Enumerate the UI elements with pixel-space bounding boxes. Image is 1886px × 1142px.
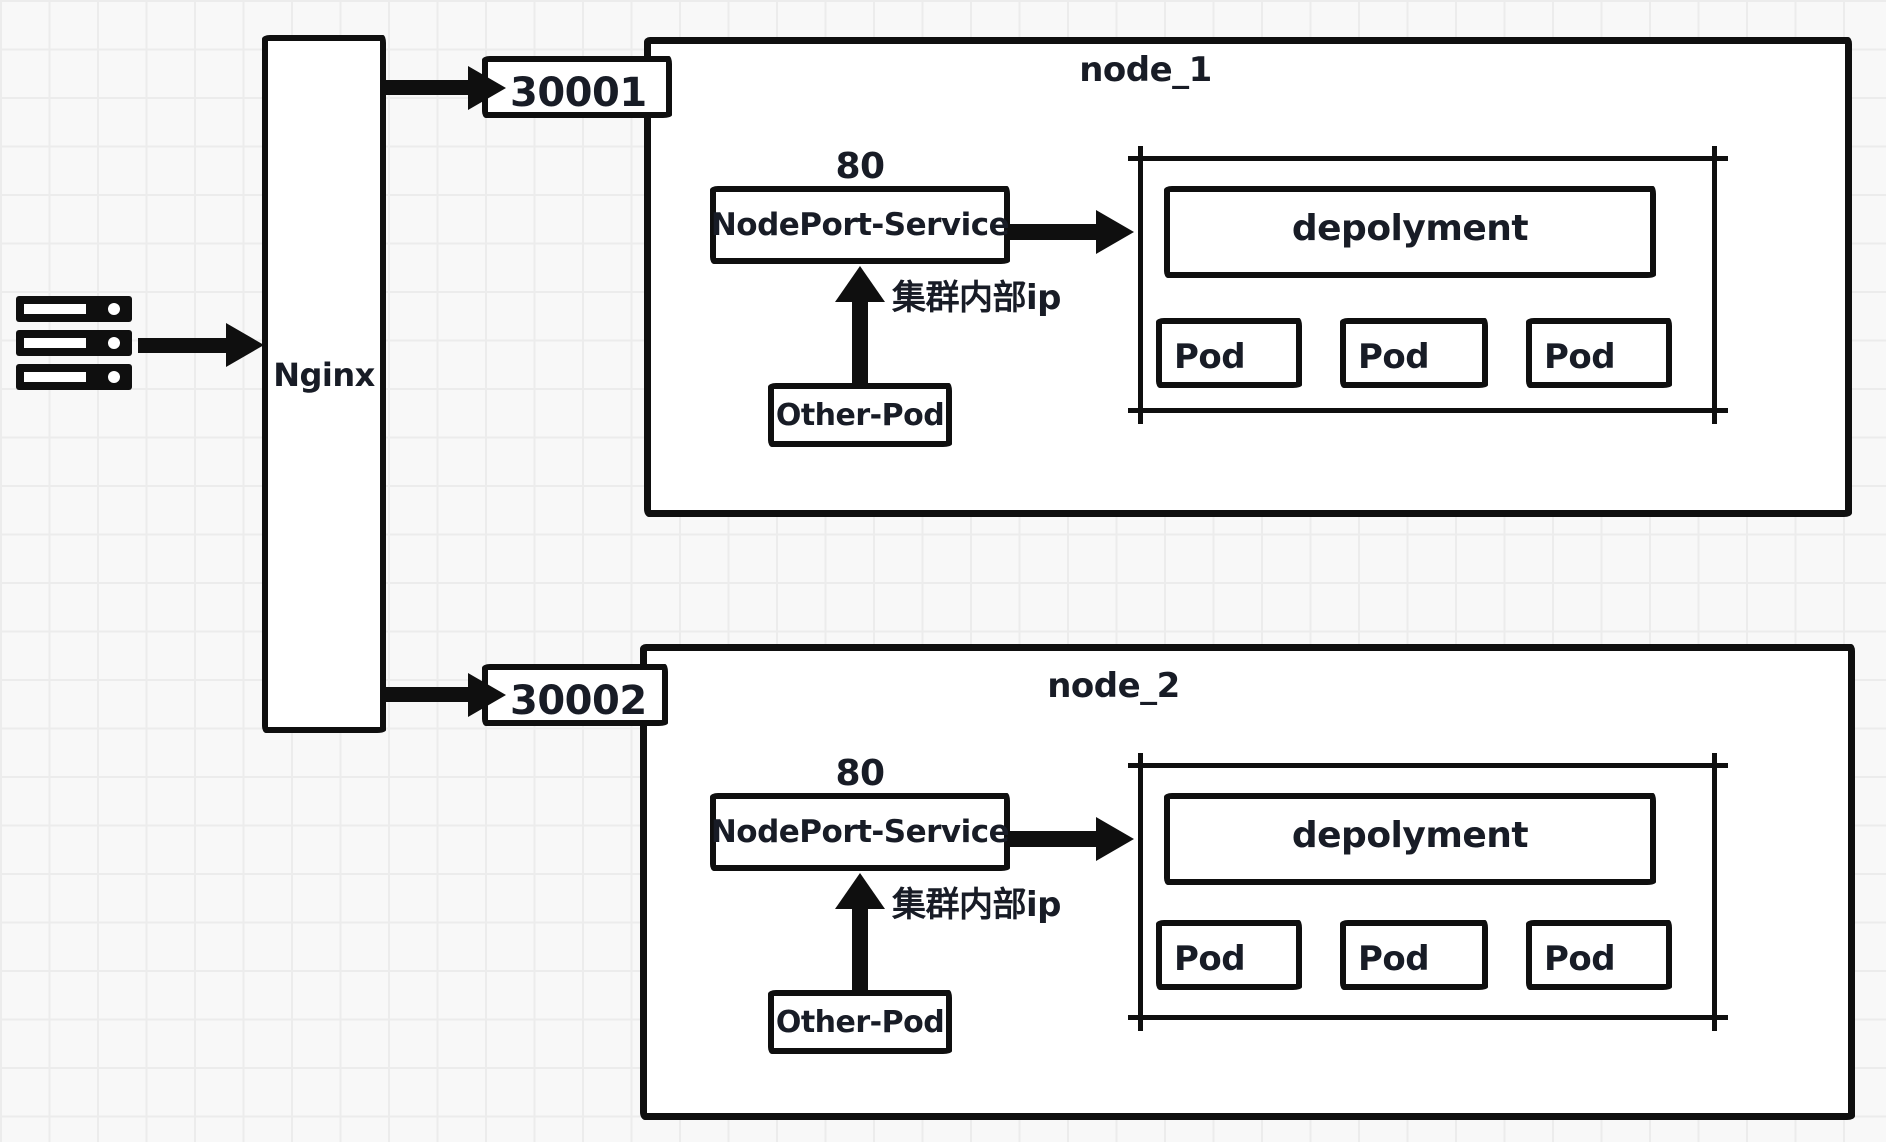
node2-deployment-box: depolyment <box>1164 793 1656 885</box>
node1-title: node_1 <box>1079 50 1212 90</box>
server-slot <box>24 304 86 314</box>
node1-nodeport-service-label: NodePort-Service <box>710 207 1010 243</box>
server-led <box>108 337 120 349</box>
node1-other-pod-box: Other-Pod <box>768 383 952 447</box>
server-bar <box>16 330 132 356</box>
server-led <box>108 371 120 383</box>
node1-pod-box: Pod <box>1156 318 1302 388</box>
port-30001-label: 30001 <box>510 70 647 116</box>
arrow-nginx-to-30001 <box>384 80 470 95</box>
server-stack-icon <box>16 296 132 392</box>
server-bar <box>16 296 132 322</box>
node1-nodeport-service-box: NodePort-Service <box>710 186 1010 264</box>
arrow-client-to-nginx-head <box>226 323 264 367</box>
port-30002-label: 30002 <box>510 678 647 724</box>
node1-deployment-label: depolyment <box>1291 208 1529 249</box>
arrow-node1-service-to-deployment-head <box>1096 210 1134 254</box>
arrow-nginx-to-30001-head <box>468 66 506 110</box>
node2-service-port-label: 80 <box>835 753 885 794</box>
arrow-node2-otherpod-to-service <box>852 905 868 992</box>
node2-nodeport-service-label: NodePort-Service <box>710 814 1010 850</box>
node1-pod-label: Pod <box>1544 337 1616 377</box>
server-bar <box>16 364 132 390</box>
arrow-node2-otherpod-to-service-head <box>835 873 885 909</box>
node1-deployment-bracket-bottom <box>1128 408 1728 413</box>
port-30001-box: 30001 <box>482 56 672 118</box>
node1-other-pod-label: Other-Pod <box>775 397 945 433</box>
server-slot <box>24 338 86 348</box>
node2-pod-box: Pod <box>1156 920 1302 990</box>
node1-pod-box: Pod <box>1526 318 1672 388</box>
nginx-label: Nginx <box>273 356 375 394</box>
node2-pod-label: Pod <box>1544 939 1616 979</box>
node2-other-pod-box: Other-Pod <box>768 990 952 1054</box>
node2-pod-label: Pod <box>1358 939 1430 979</box>
arrow-node1-otherpod-to-service-head <box>835 266 885 302</box>
node1-pod-box: Pod <box>1340 318 1488 388</box>
node2-deployment-bracket-left <box>1138 753 1143 1031</box>
server-led <box>108 303 120 315</box>
node1-pod-label: Pod <box>1358 337 1430 377</box>
node1-deployment-bracket-top <box>1128 156 1728 161</box>
nginx-box: Nginx <box>262 35 386 733</box>
node1-pod-label: Pod <box>1174 337 1246 377</box>
node1-deployment-box: depolyment <box>1164 186 1656 278</box>
arrow-node2-service-to-deployment-head <box>1096 817 1134 861</box>
node2-cluster-ip-label: 集群内部ip <box>892 885 1062 925</box>
node2-deployment-bracket-top <box>1128 763 1728 768</box>
node2-other-pod-label: Other-Pod <box>775 1004 945 1040</box>
node2-deployment-bracket-bottom <box>1128 1015 1728 1020</box>
node1-service-port-label: 80 <box>835 146 885 187</box>
arrow-nginx-to-30002 <box>384 687 470 702</box>
arrow-node2-service-to-deployment <box>1008 831 1100 847</box>
node2-title: node_2 <box>1047 666 1180 706</box>
port-30002-box: 30002 <box>482 664 668 726</box>
arrow-node1-service-to-deployment <box>1008 224 1100 240</box>
arrow-nginx-to-30002-head <box>468 673 506 717</box>
node1-cluster-ip-label: 集群内部ip <box>892 278 1062 318</box>
node1-deployment-bracket-left <box>1138 146 1143 424</box>
node1-deployment-bracket-right <box>1712 146 1717 424</box>
arrow-client-to-nginx <box>138 338 230 353</box>
node2-deployment-label: depolyment <box>1291 815 1529 856</box>
arrow-node1-otherpod-to-service <box>852 298 868 385</box>
node2-deployment-bracket-right <box>1712 753 1717 1031</box>
node2-pod-box: Pod <box>1340 920 1488 990</box>
node2-pod-box: Pod <box>1526 920 1672 990</box>
server-slot <box>24 372 86 382</box>
node2-pod-label: Pod <box>1174 939 1246 979</box>
node2-nodeport-service-box: NodePort-Service <box>710 793 1010 871</box>
